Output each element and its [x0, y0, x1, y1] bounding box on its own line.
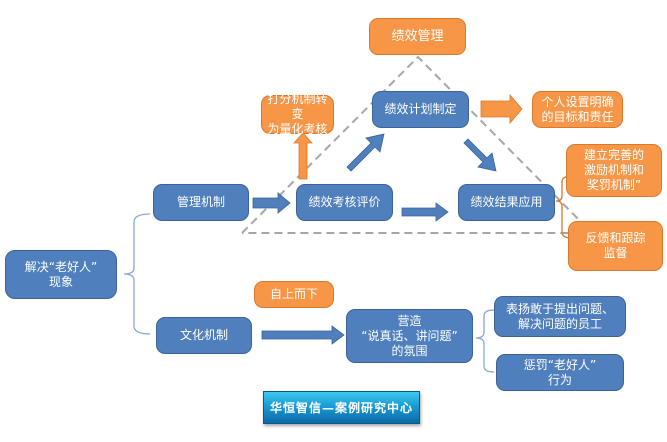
management-branch-node: 管理机制 — [153, 184, 249, 221]
arrow-culture-to-atmosphere — [261, 325, 345, 345]
evaluate-node: 绩效考核评价 — [296, 184, 393, 221]
plan-note-node: 个人设置明确 的目标和责任 — [532, 91, 623, 128]
culture-brace — [475, 309, 495, 373]
culture-branch-node: 文化机制 — [156, 317, 252, 354]
arrow-mgmt-to-evaluate — [252, 192, 291, 214]
arrow-evaluate-to-plan — [346, 133, 385, 172]
praise-action-node: 表扬敢于提出问题、 解决问题的员工 — [494, 296, 626, 337]
performance-triangle-dashed — [241, 55, 595, 234]
arrow-plan-to-apply — [463, 138, 497, 172]
evaluate-note-node: 打分机制转变 为量化考核 — [261, 92, 334, 136]
atmosphere-node: 营造 “说真话、讲问题” 的氛围 — [346, 309, 473, 363]
root-node: 解决“老好人” 现象 — [5, 250, 117, 299]
apply-node: 绩效结果应用 — [458, 184, 555, 221]
arrow-plan-to-note — [480, 93, 523, 125]
punish-action-node: 惩罚“老好人” 行为 — [496, 354, 624, 391]
footer-banner: 华恒智信—案例研究中心 — [263, 391, 420, 424]
apply-note-incentive-node: 建立完善的 激励机制和 奖罚机制” — [566, 144, 662, 197]
arrow-evaluate-to-note — [293, 132, 313, 180]
apply-note-feedback-node: 反馈和跟踪 监督 — [568, 221, 663, 271]
apply-brace — [555, 175, 573, 239]
arrow-evaluate-to-apply — [401, 202, 449, 222]
plan-node: 绩效计划制定 — [372, 91, 469, 128]
root-brace — [123, 213, 151, 335]
direction-note-node: 自上而下 — [254, 281, 334, 308]
performance-management-node: 绩效管理 — [369, 18, 466, 55]
